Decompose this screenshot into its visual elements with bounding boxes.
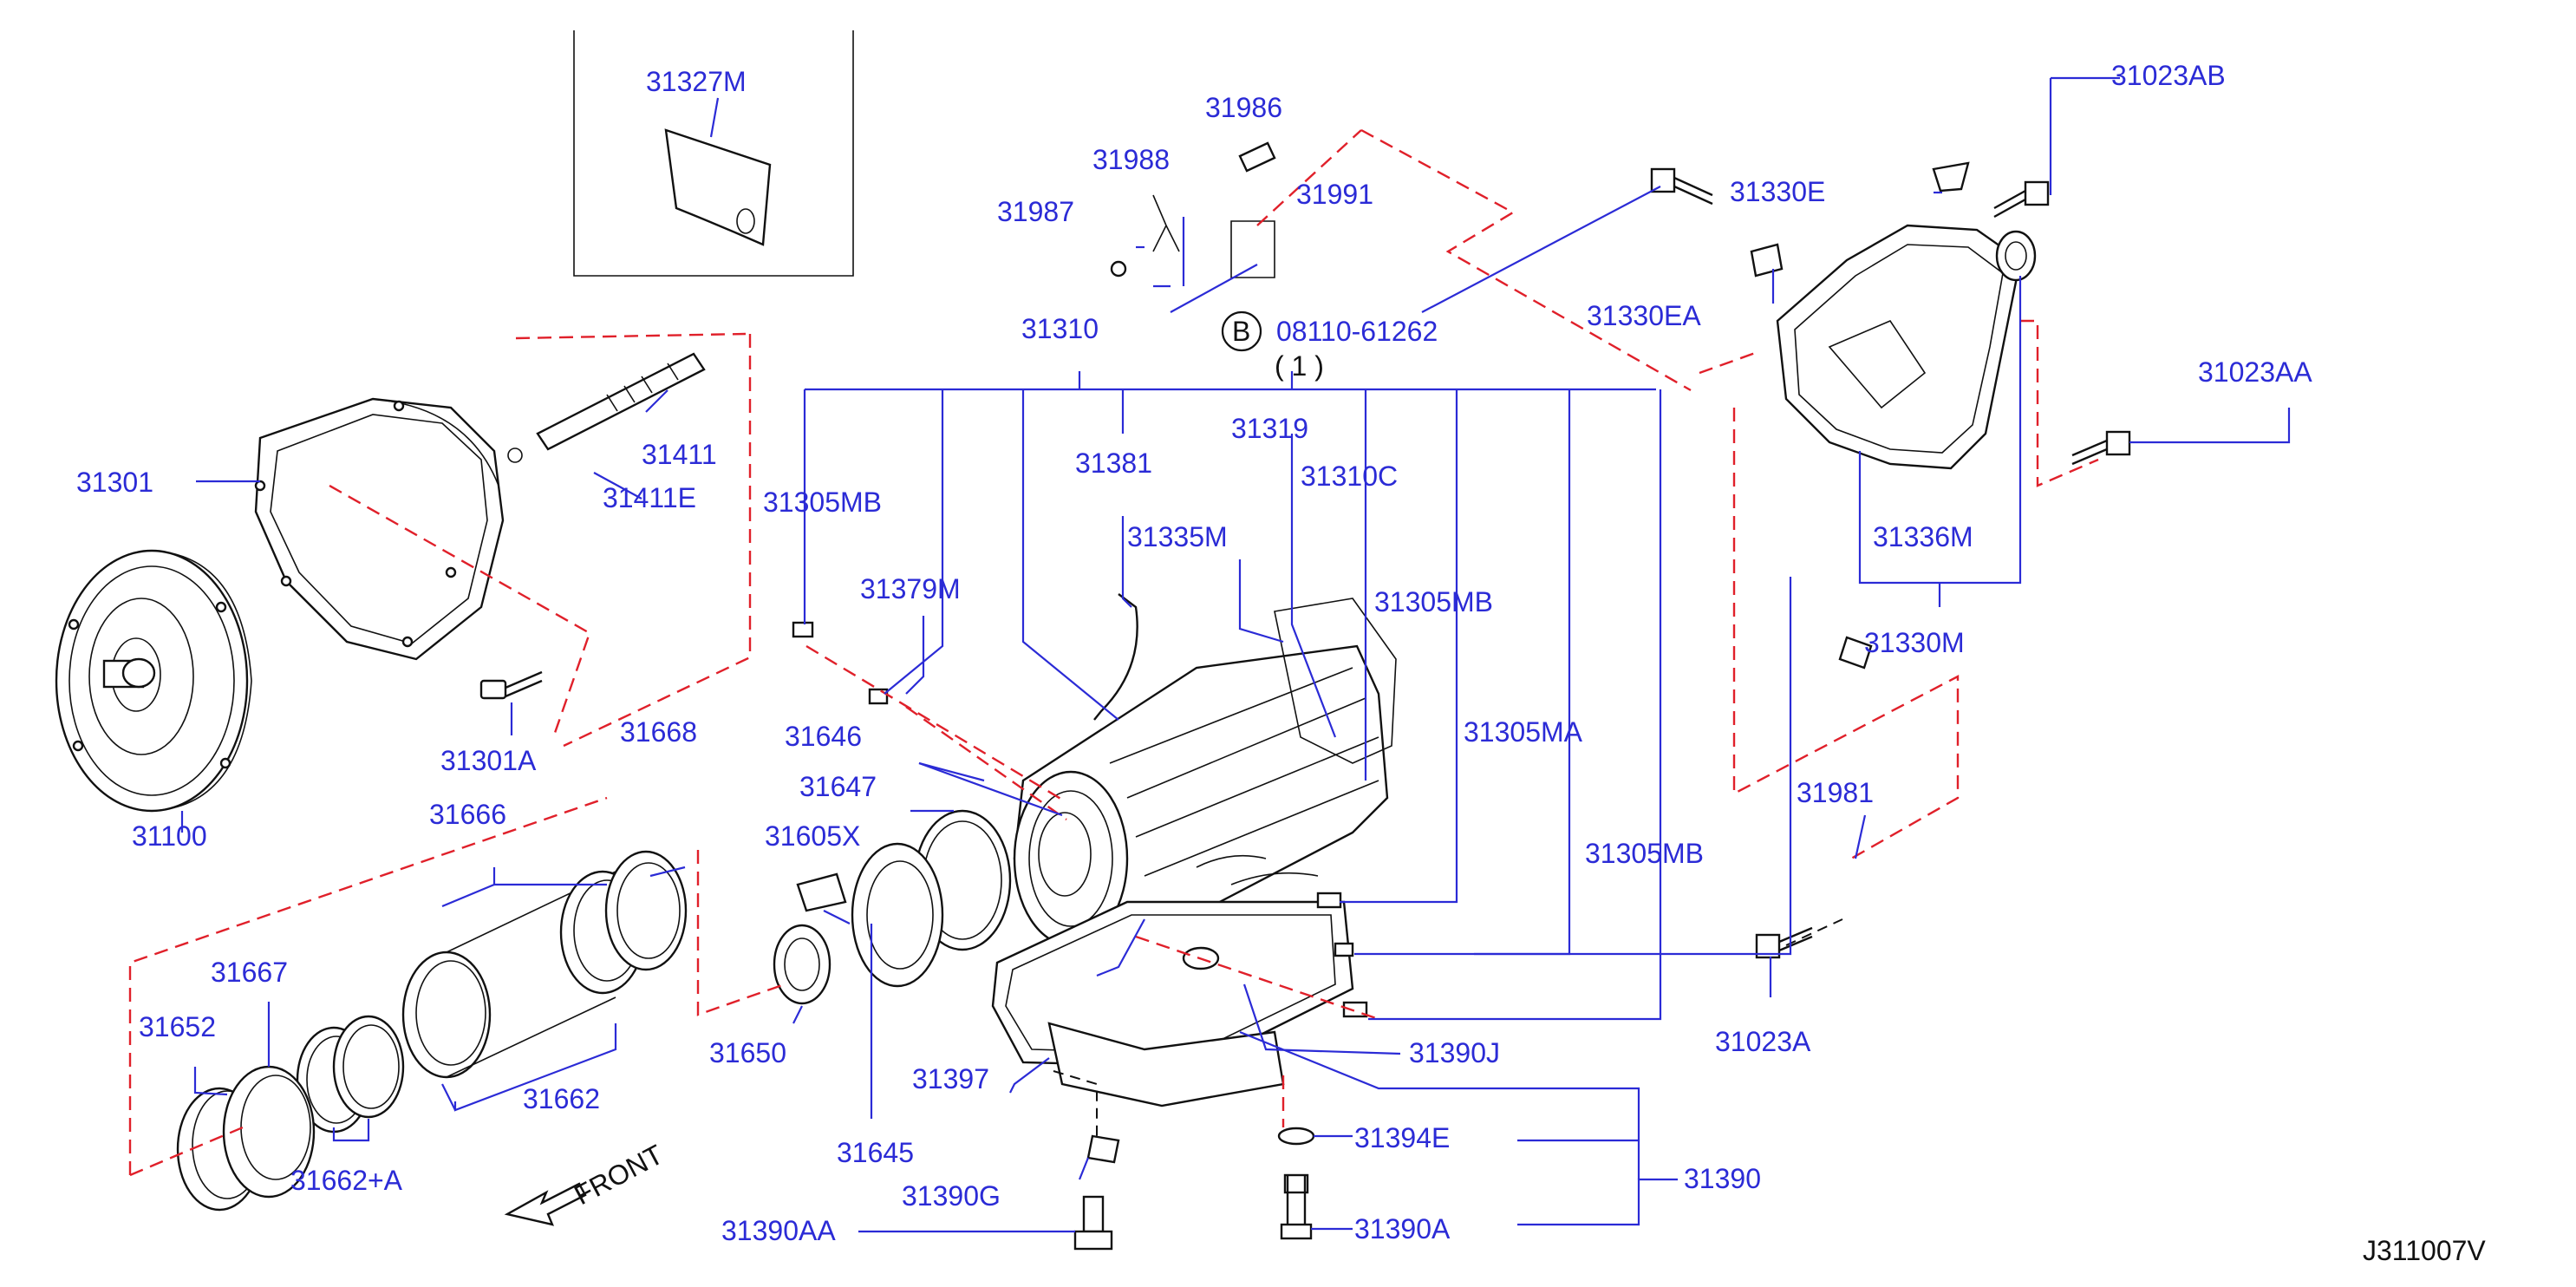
torque-converter-31100: [55, 549, 252, 813]
label-31023A: 31023A: [1715, 1026, 1811, 1057]
label-31397: 31397: [912, 1063, 989, 1094]
bolt-symbol-letter: B: [1232, 316, 1250, 347]
label-31023AA: 31023AA: [2198, 356, 2312, 388]
label-31411E: 31411E: [603, 482, 696, 513]
label-31301: 31301: [76, 467, 153, 498]
pan-bolts: [1073, 1127, 1315, 1251]
bolt-spec-label: 08110-61262: [1276, 316, 1438, 347]
input-shaft-31411: [507, 352, 706, 463]
label-31305MB-c: 31305MB: [1585, 838, 1704, 869]
label-31652: 31652: [139, 1011, 216, 1042]
label-31335M: 31335M: [1127, 521, 1228, 552]
rear-extension-31330M: [1750, 161, 2037, 670]
converter-housing-31301: [254, 397, 505, 661]
small-fittings: [792, 141, 1368, 1018]
front-label: FRONT: [569, 1139, 668, 1212]
black-dashed-lines: [1053, 918, 1843, 1136]
label-31330E: 31330E: [1730, 176, 1825, 207]
label-31605X: 31605X: [765, 820, 860, 852]
label-31991: 31991: [1296, 179, 1373, 210]
label-31666: 31666: [429, 799, 506, 830]
label-31336M: 31336M: [1873, 521, 1973, 552]
label-31986: 31986: [1205, 92, 1282, 123]
label-31305MB-b: 31305MB: [1374, 586, 1493, 617]
label-31305MA: 31305MA: [1464, 716, 1583, 748]
bolt-qty-label: ( 1 ): [1275, 350, 1324, 382]
label-31662A: 31662+A: [290, 1165, 403, 1196]
label-31988: 31988: [1092, 144, 1170, 175]
part-labels: 31327M 31986 31988 31987 31991 31310 B 0…: [76, 60, 2486, 1266]
assembly-dashed-lines: [128, 128, 2099, 1177]
label-31330EA: 31330EA: [1587, 300, 1701, 331]
label-31390G: 31390G: [902, 1180, 1001, 1212]
transmission-case-31310: [1013, 598, 1397, 947]
label-31646: 31646: [785, 721, 862, 752]
bolt-31301A: [479, 670, 543, 700]
label-31662: 31662: [523, 1083, 600, 1114]
label-31305MB-a: 31305MB: [763, 487, 882, 518]
label-31381: 31381: [1075, 448, 1152, 479]
label-31310C: 31310C: [1301, 461, 1398, 492]
clutch-group-316xx: [176, 850, 688, 1212]
label-31390J: 31390J: [1409, 1037, 1500, 1068]
label-31394E: 31394E: [1354, 1122, 1450, 1153]
label-31987: 31987: [997, 196, 1074, 227]
label-31647: 31647: [799, 771, 877, 802]
label-31667: 31667: [211, 957, 288, 988]
inset-31327M: [573, 30, 854, 277]
label-31100: 31100: [132, 820, 207, 852]
oil-pump-seals: [773, 809, 1012, 1005]
front-arrow-icon: [504, 1182, 587, 1226]
diagram-code: J311007V: [2363, 1235, 2486, 1266]
label-31645: 31645: [837, 1137, 914, 1168]
label-31327M: 31327M: [646, 66, 747, 97]
label-31301A: 31301A: [440, 745, 537, 776]
label-31379M: 31379M: [860, 573, 961, 604]
label-31390AA: 31390AA: [721, 1215, 836, 1246]
label-31390: 31390: [1684, 1163, 1761, 1194]
label-31390A: 31390A: [1354, 1213, 1451, 1245]
leader-lines: [180, 76, 2291, 1233]
label-31330M: 31330M: [1864, 627, 1965, 658]
label-31981: 31981: [1797, 777, 1874, 808]
bolt-symbol-B: [1221, 310, 1262, 352]
label-31023AB: 31023AB: [2111, 60, 2226, 91]
label-31411: 31411: [642, 439, 717, 470]
oil-pan-31390: [991, 900, 1354, 1107]
label-31310: 31310: [1021, 313, 1099, 344]
label-31319: 31319: [1231, 413, 1308, 444]
label-31668: 31668: [620, 716, 697, 748]
label-31650: 31650: [709, 1037, 786, 1068]
